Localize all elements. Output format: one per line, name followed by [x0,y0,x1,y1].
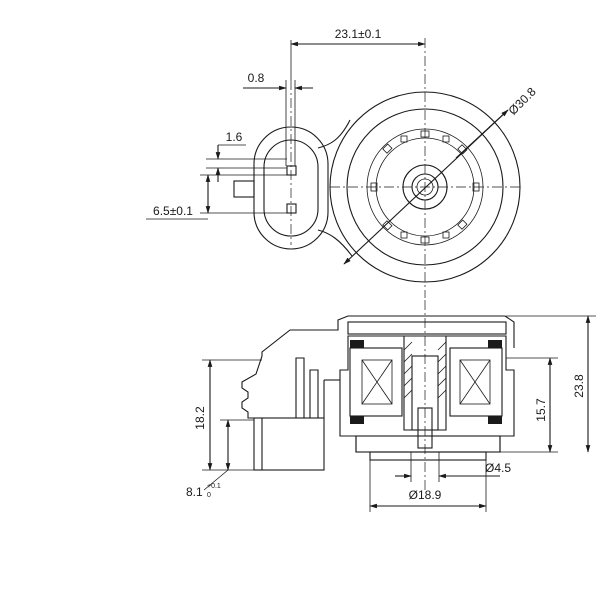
dim-connector-height: 18.2 [193,406,207,430]
bore-outer [402,164,448,210]
neck-upper [317,119,351,149]
pin-upper [286,165,297,176]
dim-pin-spacing: 6.5±0.1 [153,204,193,218]
coil-inner-ring [375,137,475,237]
winding-right [449,347,503,417]
top-view: 23.1±0.1 0.8 1.6 6.5±0.1 Ø30.8 [146,27,539,298]
dim-base-height: 8.1 [186,485,203,499]
housing-profile [241,315,515,470]
base-outer [355,435,501,453]
dim-pin-thickness: 0.8 [248,71,265,85]
base-lower [369,451,487,461]
bore-inner [411,173,439,201]
core-hatch [403,341,447,399]
connector-latch [233,180,255,198]
dim-top-width: 23.1±0.1 [335,27,382,41]
dim-base-tol-upper: +0.1 [207,483,221,490]
connector-body [253,417,325,471]
coil-outer-circle [329,91,521,283]
top-cap [347,321,507,335]
dim-base-diameter: Ø18.9 [409,488,442,502]
core-tube [403,335,447,431]
winding-left-cross [361,359,393,405]
dim-coil-height: 15.7 [534,398,548,422]
winding-ribs [370,130,480,244]
coil-section [339,335,515,453]
pin-lower [286,203,297,214]
dim-pin-width: 1.6 [226,130,243,144]
side-pin-lower [309,369,319,419]
dim-total-height: 23.8 [572,374,586,398]
dim-bore-diameter: Ø4.5 [485,461,511,475]
connector-inner [263,139,319,237]
side-pin-upper [295,357,305,419]
neck-lower [317,229,353,257]
coil-flange-circle [346,108,504,266]
winding-left [349,347,403,417]
dim-outer-diameter: Ø30.8 [506,84,539,117]
winding-right-cross [459,359,491,405]
dim-base-tol-lower: 0 [207,492,211,499]
coil-winding-circle [366,128,484,246]
bore-core [416,178,434,196]
side-view: 18.2 8.1 +0.1 0 15.7 23.8 Ø4.5 Ø18.9 [186,300,596,512]
